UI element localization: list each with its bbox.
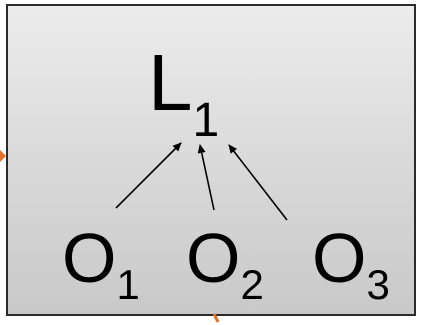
arrow-o1-to-l1	[115, 142, 182, 209]
bottom-node-o2: O2	[186, 219, 264, 308]
top-node-label: L1	[148, 38, 219, 147]
bottom-node-o1: O1	[62, 219, 140, 308]
arrow-o3-to-l1	[228, 144, 288, 221]
bottom-connector-accent	[212, 313, 220, 323]
arrow-o2-to-l1	[197, 144, 215, 211]
left-connector-accent	[0, 150, 6, 162]
diagram-box	[6, 4, 416, 316]
bottom-node-o3: O3	[312, 219, 390, 308]
